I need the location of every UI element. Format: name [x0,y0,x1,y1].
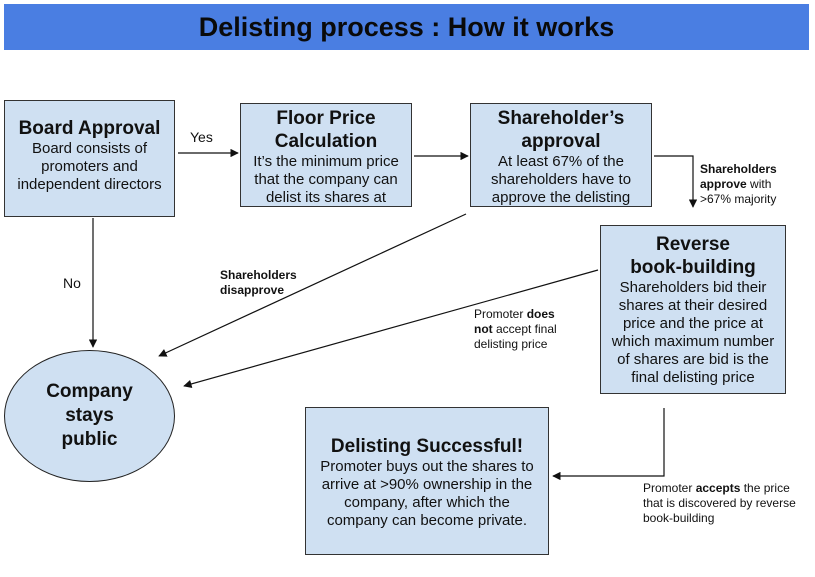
reverse-book-building-title: Reverse book-building [630,234,756,278]
not-accept-label-pre: Promoter [474,307,527,321]
arrow-reverse-to-public [183,269,599,389]
approve-label-bold: Shareholders approve [700,162,777,191]
disapprove-label: Shareholders disapprove [220,268,315,298]
not-accept-label: Promoter does not accept final delisting… [474,307,574,352]
disapprove-label-text: Shareholders disapprove [220,268,297,297]
accepts-label: Promoter accepts the price that is disco… [643,481,803,526]
accepts-label-bold: accepts [695,481,741,495]
delisting-successful-body: Promoter buys out the shares to arrive a… [320,458,534,529]
page-title: Delisting process : How it works [4,4,809,50]
reverse-book-building-node: Reverse book-building Shareholders bid t… [600,225,786,394]
arrow-shareholder-to-reverse [654,155,698,208]
delisting-successful-node: Delisting Successful! Promoter buys out … [305,407,549,555]
arrow-reverse-to-success [552,408,665,481]
shareholder-approval-title: Shareholder’s approval [497,108,625,152]
shareholder-approval-node: Shareholder’s approval At least 67% of t… [470,103,652,207]
floor-price-body: It’s the minimum price that the company … [253,153,399,206]
board-approval-body: Board consists of promoters and independ… [17,140,162,193]
delisting-successful-title: Delisting Successful! [330,436,524,457]
floor-price-node: Floor Price Calculation It’s the minimum… [240,103,412,207]
reverse-book-building-body: Shareholders bid their shares at their d… [611,279,775,386]
accepts-label-rest: the price that is discovered by reverse … [643,481,796,525]
floor-price-title: Floor Price Calculation [274,108,378,152]
arrow-shareholder-to-public [158,213,467,357]
board-approval-title: Board Approval [18,118,161,139]
company-stays-public-label: Company stays public [46,381,133,450]
board-approval-node: Board Approval Board consists of promote… [4,100,175,217]
no-label: No [63,275,81,291]
yes-label: Yes [190,129,213,145]
accepts-label-pre: Promoter [643,481,696,495]
approve-label: Shareholders approve with >67% majority [700,162,798,207]
not-accept-label-bold: does not [474,307,555,336]
shareholder-approval-body: At least 67% of the shareholders have to… [490,153,632,206]
not-accept-label-rest: accept final delisting price [474,322,557,351]
company-stays-public-node: Company stays public [4,350,175,482]
approve-label-rest: with >67% majority [700,177,777,206]
